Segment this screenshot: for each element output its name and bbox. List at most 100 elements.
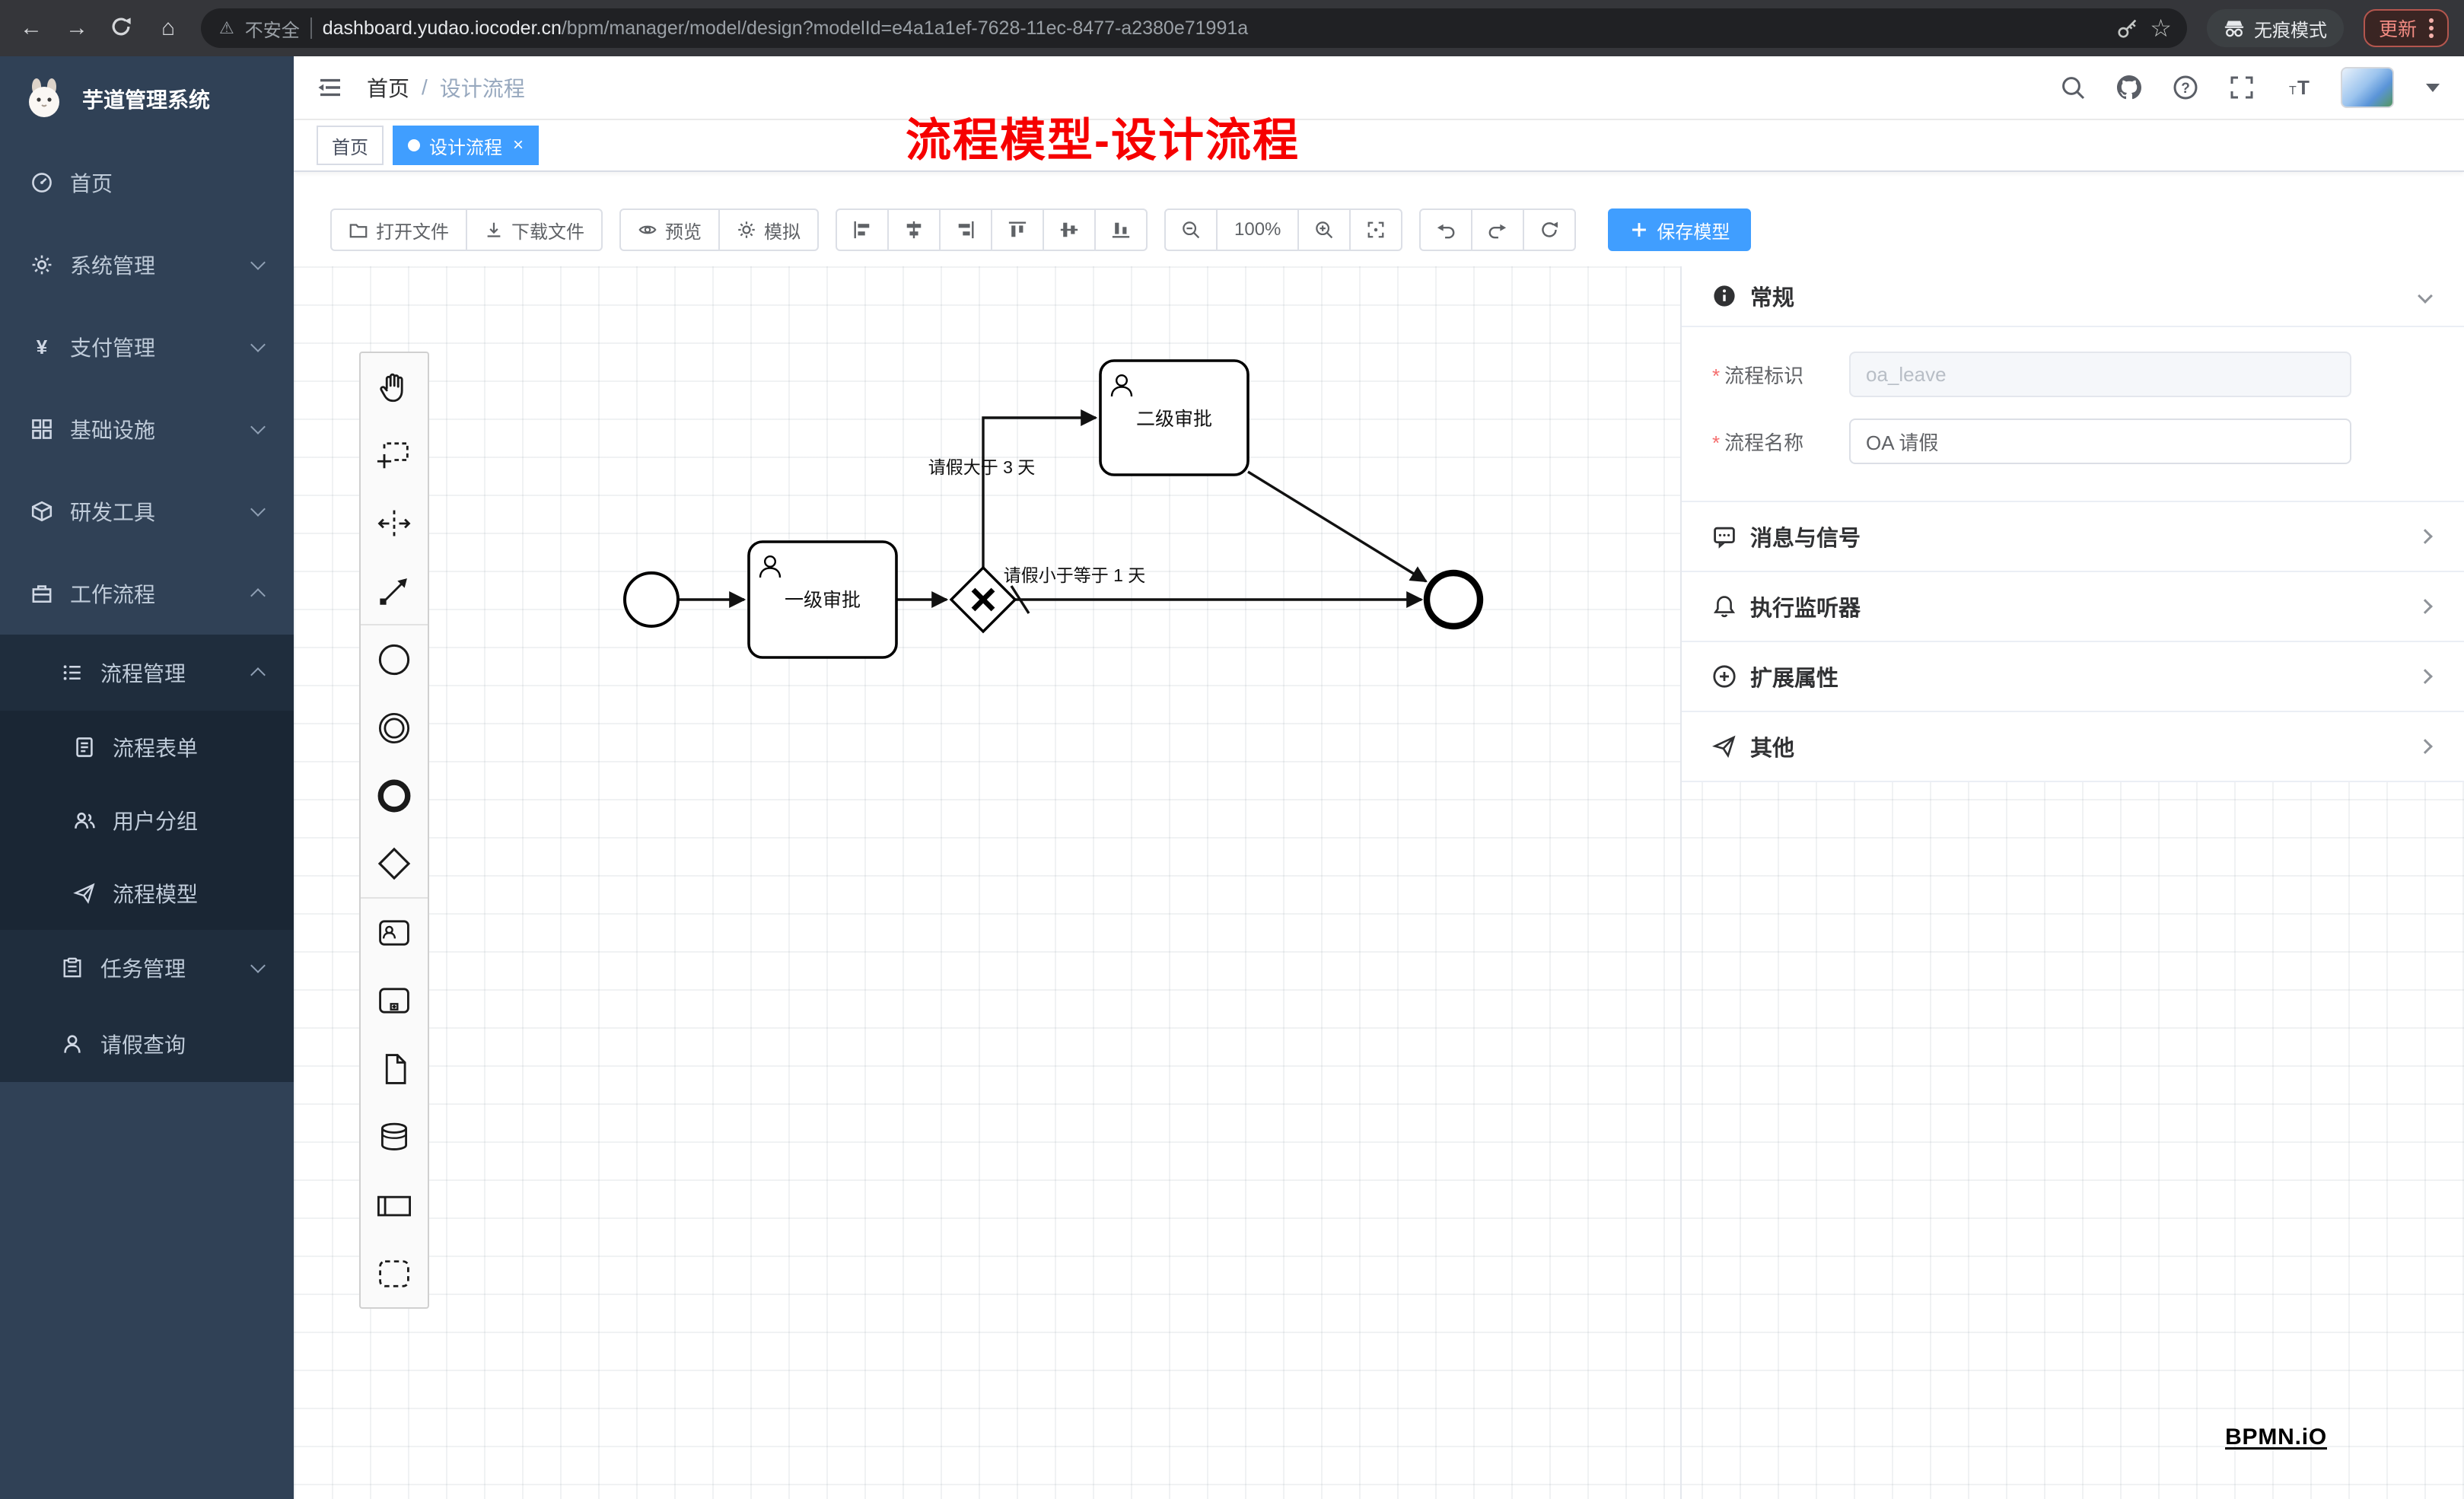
process-name-input[interactable] [1849, 419, 2351, 464]
svg-text:T: T [2297, 76, 2310, 99]
task-icon [61, 956, 84, 979]
sidebar-toggle-button[interactable] [294, 74, 367, 101]
sidebar-item-leave-query[interactable]: 请假查询 [0, 1006, 294, 1082]
align-middle-button[interactable] [1043, 208, 1096, 251]
align-top-button[interactable] [991, 208, 1044, 251]
sidebar-item-process-management[interactable]: 流程管理 [0, 635, 294, 711]
create-group[interactable] [361, 1240, 428, 1308]
user-avatar[interactable] [2341, 67, 2394, 108]
process-key-input[interactable] [1849, 352, 2351, 397]
sidebar-item-system-management[interactable]: 系统管理 [0, 224, 294, 306]
search-icon[interactable] [2059, 74, 2087, 101]
user-task-first-approval[interactable]: 一级审批 [747, 540, 898, 659]
process-key-row: *流程标识 [1712, 352, 2351, 397]
zoom-out-button[interactable] [1164, 208, 1218, 251]
chevron-down-icon[interactable] [2418, 288, 2433, 304]
app-logo[interactable]: 芋道管理系统 [0, 56, 294, 142]
menu-dots-icon[interactable] [2429, 18, 2434, 38]
flow-label-gt3[interactable]: 请假大于 3 天 [928, 457, 1036, 477]
bookmark-star-icon[interactable]: ☆ [2150, 14, 2172, 42]
tab-home[interactable]: 首页 [317, 126, 384, 165]
lasso-tool[interactable] [361, 422, 428, 490]
home-button[interactable]: ⌂ [161, 15, 176, 40]
incognito-icon [2224, 21, 2244, 37]
process-management-submenu: 流程表单 用户分组 流程模型 [0, 711, 294, 930]
global-connect-tool[interactable] [361, 558, 428, 626]
open-file-button[interactable]: 打开文件 [330, 208, 467, 251]
start-event[interactable] [623, 571, 680, 628]
create-user-task[interactable] [361, 899, 428, 967]
create-end-event[interactable] [361, 762, 428, 831]
fullscreen-icon[interactable] [2228, 74, 2255, 101]
section-execution-listener[interactable]: 执行监听器 [1682, 572, 2464, 642]
sidebar-item-dev-tools[interactable]: 研发工具 [0, 470, 294, 552]
package-icon [30, 500, 53, 523]
exclusive-gateway[interactable] [949, 565, 1017, 634]
align-bottom-button[interactable] [1094, 208, 1148, 251]
undo-button[interactable] [1419, 208, 1473, 251]
back-button[interactable]: ← [20, 15, 43, 40]
bpmn-canvas[interactable]: 请假大于 3 天 请假小于等于 1 天 一级审批 [294, 266, 2464, 1499]
save-model-button[interactable]: 保存模型 [1608, 208, 1752, 251]
folder-icon [349, 224, 368, 238]
bpmn-diagram: 请假大于 3 天 请假小于等于 1 天 一级审批 [623, 359, 1484, 659]
sidebar-item-infrastructure[interactable]: 基础设施 [0, 388, 294, 470]
breadcrumb-home[interactable]: 首页 [367, 77, 410, 100]
align-right-button[interactable] [939, 208, 992, 251]
create-data-store[interactable] [361, 1103, 428, 1172]
create-subprocess[interactable] [361, 966, 428, 1035]
sidebar-item-payment-management[interactable]: ¥ 支付管理 [0, 306, 294, 388]
sidebar: 芋道管理系统 首页 系统管理 ¥ 支付管理 基础设施 研发工具 工作 [0, 56, 294, 1499]
flow-label-le1[interactable]: 请假小于等于 1 天 [1004, 565, 1146, 585]
restart-button[interactable] [1523, 208, 1577, 251]
key-icon[interactable] [2116, 17, 2139, 40]
align-center-button[interactable] [887, 208, 941, 251]
chevron-right-icon [2418, 529, 2433, 544]
sidebar-item-task-management[interactable]: 任务管理 [0, 930, 294, 1006]
space-tool[interactable] [361, 489, 428, 558]
section-message-signal[interactable]: 消息与信号 [1682, 502, 2464, 572]
end-event[interactable] [1423, 569, 1484, 630]
redo-button[interactable] [1471, 208, 1525, 251]
align-left-button[interactable] [836, 208, 889, 251]
zoom-level-button[interactable]: 100% [1216, 208, 1300, 251]
zoom-in-button[interactable] [1297, 208, 1351, 251]
browser-chrome: ← → ⌂ ⚠ 不安全 dashboard.yudao.iocoder.cn/b… [0, 0, 2464, 56]
close-tab-icon[interactable]: × [513, 135, 524, 155]
help-icon[interactable]: ? [2172, 74, 2199, 101]
url-bar[interactable]: ⚠ 不安全 dashboard.yudao.iocoder.cn/bpm/man… [201, 8, 2187, 48]
hand-tool[interactable] [361, 353, 428, 422]
user-task-second-approval[interactable]: 二级审批 [1099, 359, 1250, 476]
simulate-button[interactable]: 模拟 [718, 208, 819, 251]
preview-button[interactable]: 预览 [619, 208, 720, 251]
sidebar-item-process-form[interactable]: 流程表单 [0, 711, 294, 784]
section-extended-attributes[interactable]: 扩展属性 [1682, 642, 2464, 712]
download-file-button[interactable]: 下载文件 [466, 208, 603, 251]
section-other[interactable]: 其他 [1682, 712, 2464, 782]
reset-viewport-button[interactable] [1349, 208, 1403, 251]
flow-gateway-to-task2[interactable] [982, 409, 1098, 568]
caret-down-icon[interactable] [2426, 83, 2440, 92]
user-task-icon [764, 555, 777, 568]
forward-button[interactable]: → [65, 15, 88, 40]
create-data-object[interactable] [361, 1035, 428, 1103]
reload-button[interactable] [110, 15, 135, 41]
url-divider [310, 18, 312, 39]
sidebar-item-user-group[interactable]: 用户分组 [0, 784, 294, 857]
flow-task2-to-end[interactable] [1247, 470, 1428, 583]
section-general[interactable]: 常规 [1682, 266, 2464, 327]
create-participant[interactable] [361, 1171, 428, 1240]
breadcrumb-separator: / [422, 75, 428, 99]
sidebar-item-process-model[interactable]: 流程模型 [0, 857, 294, 930]
create-start-event[interactable] [361, 625, 428, 694]
bpmn-io-watermark[interactable]: BPMN.iO [2225, 1424, 2327, 1450]
tab-design-process[interactable]: 设计流程 × [393, 126, 540, 165]
eye-icon [638, 225, 657, 234]
sidebar-item-workflow[interactable]: 工作流程 [0, 552, 294, 635]
create-intermediate-event[interactable] [361, 694, 428, 762]
create-exclusive-gateway[interactable] [361, 830, 428, 899]
github-icon[interactable] [2115, 74, 2143, 101]
sidebar-item-home[interactable]: 首页 [0, 142, 294, 224]
update-button[interactable]: 更新 [2363, 9, 2449, 47]
